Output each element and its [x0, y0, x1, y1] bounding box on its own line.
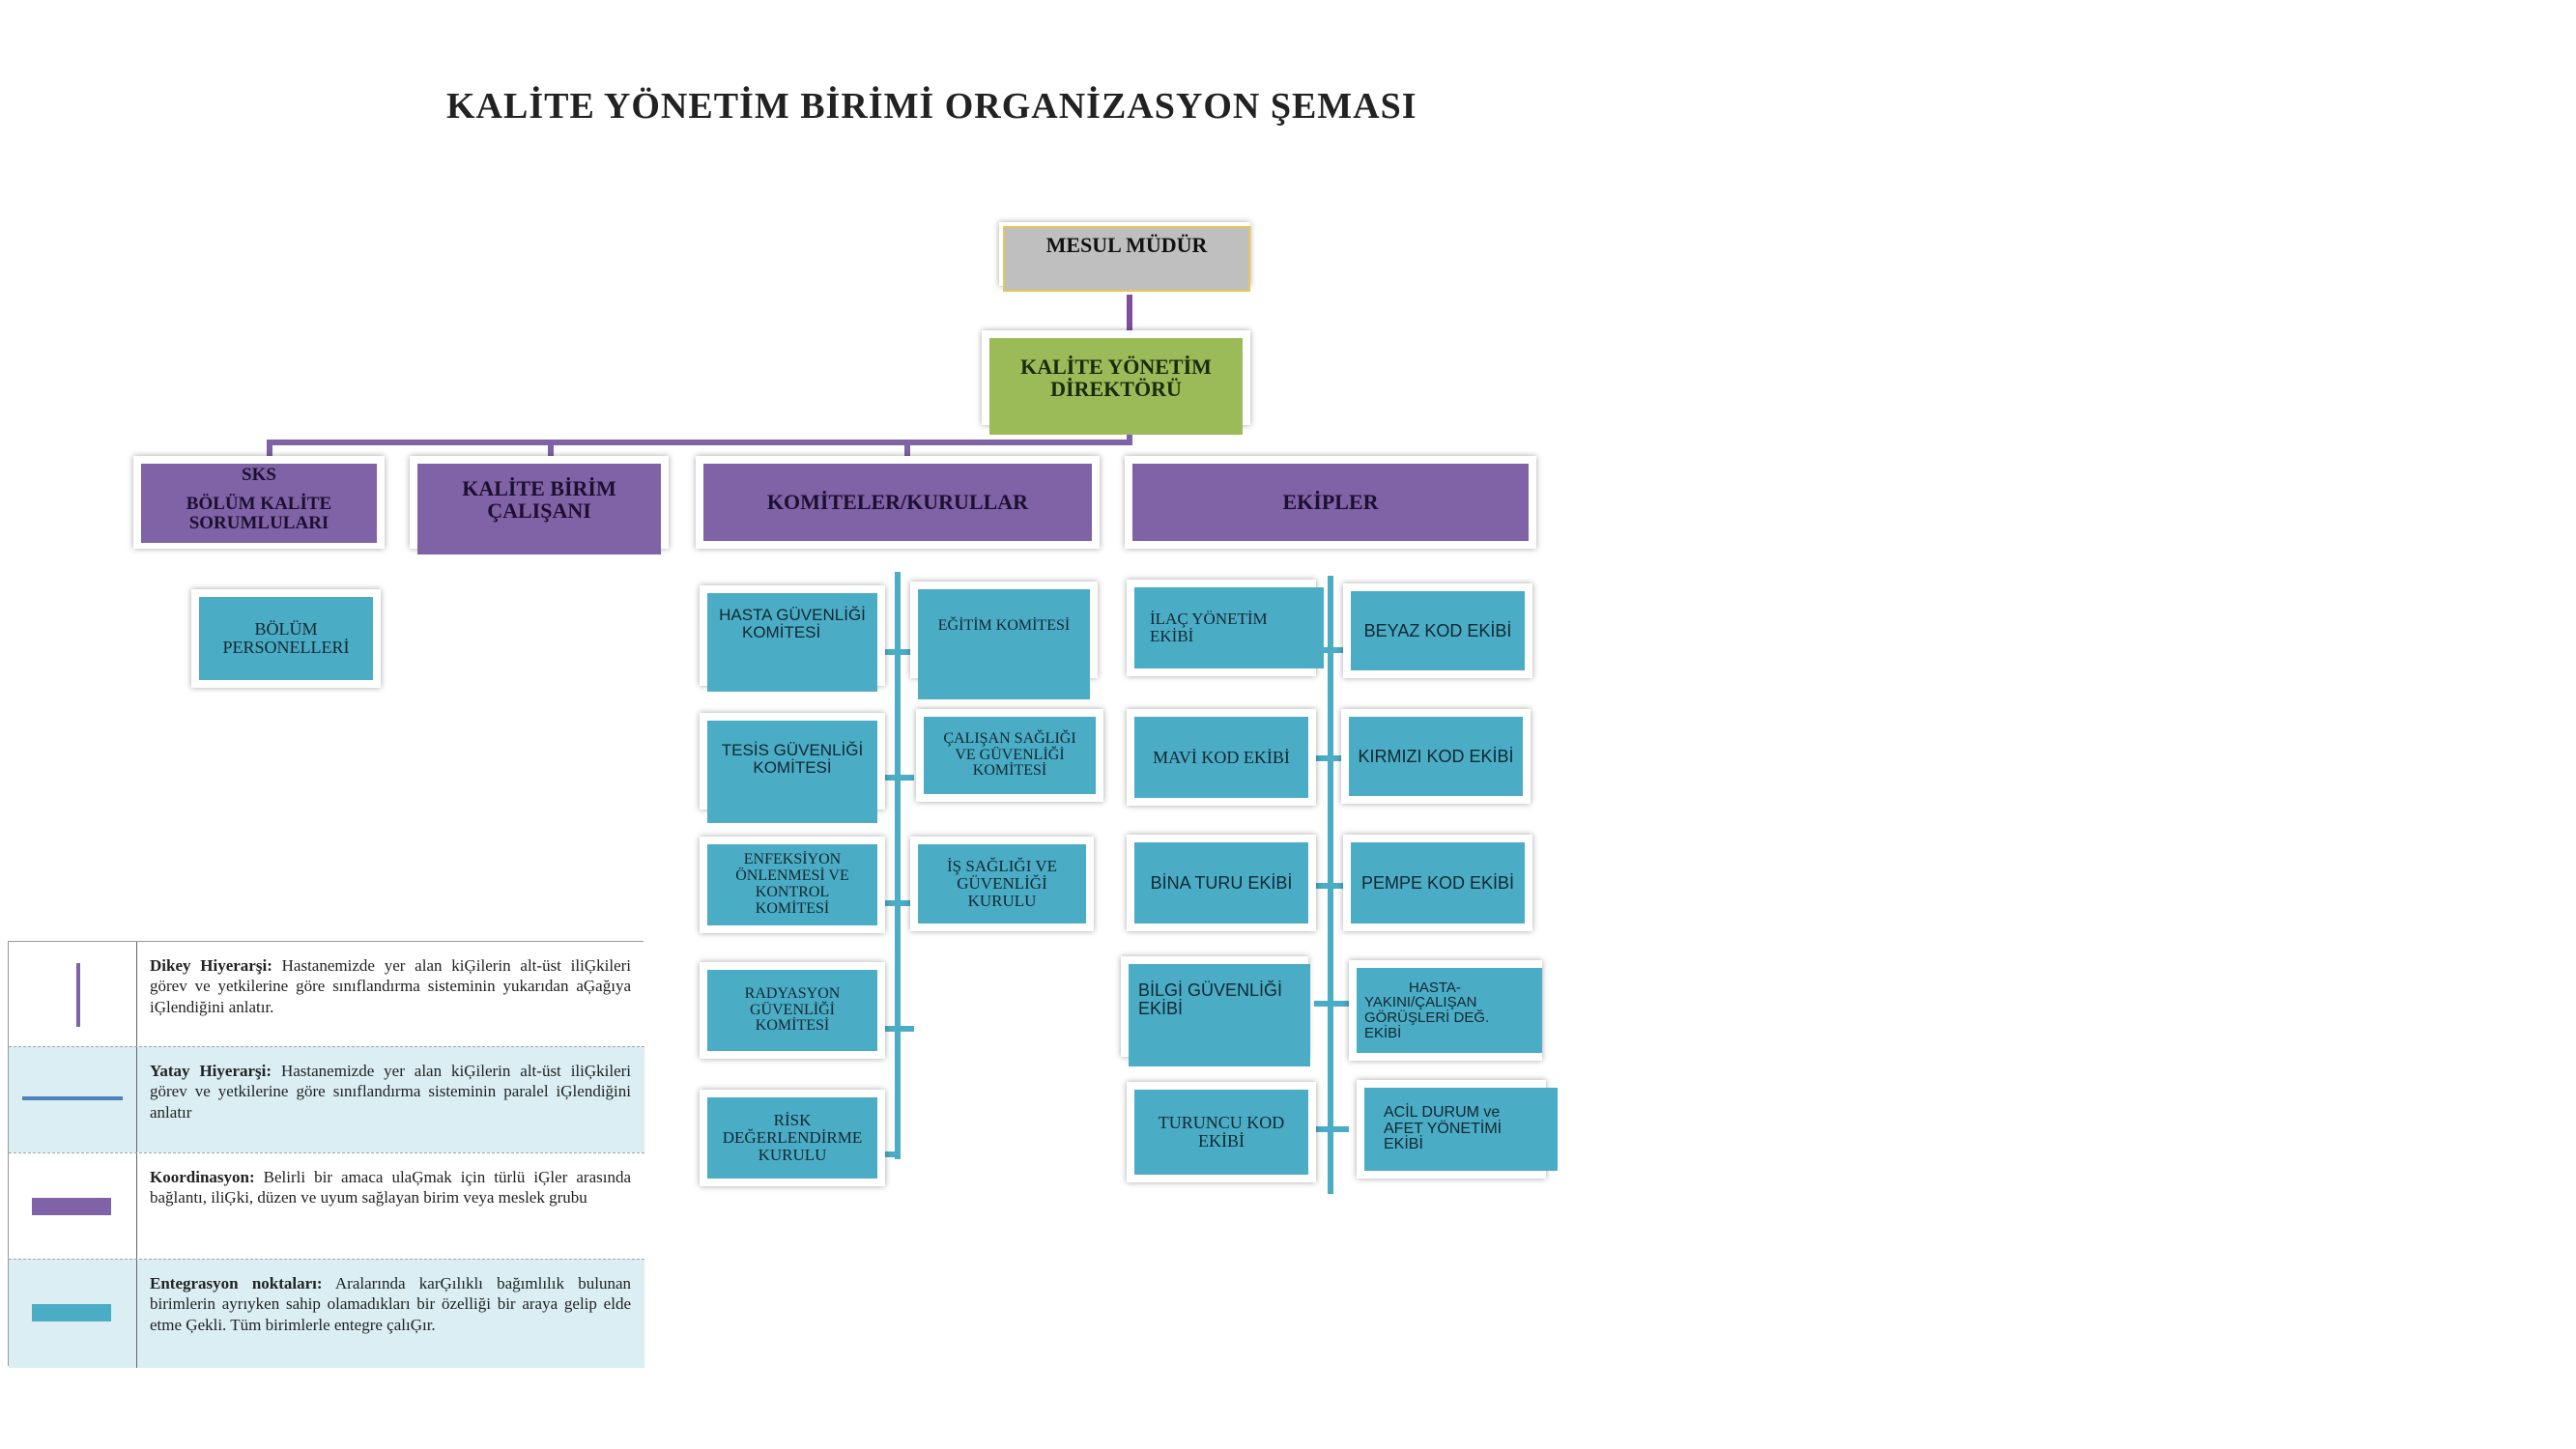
legend-row: Koordinasyon: Belirli bir amaca ulaĢmak … — [9, 1152, 644, 1260]
team-pembe-kod: PEMPE KOD EKİBİ — [1343, 835, 1532, 931]
committee-link — [879, 649, 914, 655]
team-ilac-yonetim: İLAÇ YÖNETİM EKİBİ — [1127, 580, 1324, 676]
committee-link — [879, 1026, 914, 1032]
team-acil-durum: ACİL DURUM ve AFET YÖNETİMİ EKİBİ — [1357, 1080, 1558, 1179]
team-kirmizi-kod: KIRMIZI KOD EKİBİ — [1341, 709, 1531, 804]
committee-hasta-guvenligi: HASTA GÜVENLİĞİ KOMİTESİ — [700, 585, 885, 692]
kalite-birim-node: KALİTE BİRİM ÇALIŞANI — [410, 456, 669, 554]
legend-row: Yatay Hiyerarşi: Hastanemizde yer alan k… — [9, 1046, 644, 1153]
committees-spine — [895, 572, 901, 1159]
bolum-personelleri-line2: PERSONELLERİ — [222, 638, 350, 657]
team-link — [1314, 1001, 1349, 1007]
committee-risk: RİSK DEĞERLENDİRME KURULU — [700, 1090, 885, 1186]
director-label-line1: KALİTE YÖNETİM — [1020, 355, 1212, 379]
committee-link — [879, 900, 914, 906]
team-turuncu-kod: TURUNCU KOD EKİBİ — [1127, 1082, 1316, 1182]
legend-row: Dikey Hiyerarşi: Hastanemizde yer alan k… — [9, 942, 644, 1046]
kalite-birim-label-line1: KALİTE BİRİM — [462, 476, 616, 500]
team-link — [1314, 647, 1349, 653]
director-node: KALİTE YÖNETİM DİREKTÖRÜ — [982, 330, 1250, 435]
sks-node: SKS BÖLÜM KALİTE SORUMLULARI — [133, 456, 385, 549]
legend-row: Entegrasyon noktaları: Aralarında karĢıl… — [9, 1259, 644, 1368]
team-link — [1314, 1126, 1349, 1132]
connector-mesul-director — [1127, 295, 1132, 333]
team-hasta-yakini: HASTA- YAKINI/ÇALIŞAN GÖRÜŞLERİ DEĞ. EKİ… — [1349, 960, 1542, 1061]
vertical-line-symbol — [76, 963, 80, 1027]
director-label-line2: DİREKTÖRÜ — [1050, 377, 1182, 402]
committee-enfeksiyon: ENFEKSİYON ÖNLENMESİ VE KONTROL KOMİTESİ — [700, 837, 885, 933]
komiteler-label: KOMİTELER/KURULLAR — [766, 490, 1029, 515]
mesul-mudur-label: MESUL MÜDÜR — [1045, 233, 1208, 257]
committee-is-sagligi: İŞ SAĞLIĞI VE GÜVENLİĞİ KURULU — [910, 837, 1094, 931]
sks-label-line3: SORUMLULARI — [188, 512, 329, 533]
team-mavi-kod: MAVİ KOD EKİBİ — [1127, 709, 1316, 806]
team-bina-turu: BİNA TURU EKİBİ — [1127, 835, 1316, 931]
kalite-birim-label-line2: ÇALIŞANI — [487, 498, 591, 524]
connector-horizontal-main — [267, 440, 1132, 445]
mesul-mudur-node: MESUL MÜDÜR — [999, 222, 1250, 292]
legend-table: Dikey Hiyerarşi: Hastanemizde yer alan k… — [8, 941, 644, 1368]
committee-egitim: EĞİTİM KOMİTESİ — [910, 582, 1098, 699]
team-beyaz-kod: BEYAZ KOD EKİBİ — [1343, 583, 1532, 678]
horizontal-line-symbol — [22, 1096, 123, 1100]
ekipler-label: EKİPLER — [1282, 490, 1379, 515]
page-title: KALİTE YÖNETİM BİRİMİ ORGANİZASYON ŞEMAS… — [446, 86, 1417, 127]
sks-label-line2: BÖLÜM KALİTE — [186, 493, 332, 514]
committee-link — [879, 1151, 901, 1157]
teal-box-symbol — [32, 1304, 111, 1321]
connector-kalite-birim — [548, 440, 554, 464]
team-bilgi-guvenligi: BİLGİ GÜVENLİĞİ EKİBİ — [1121, 956, 1310, 1066]
committee-calisan-sagligi: ÇALIŞAN SAĞLIĞI VE GÜVENLİĞİ KOMİTESİ — [916, 709, 1103, 802]
ekipler-node: EKİPLER — [1125, 456, 1536, 549]
team-link — [1314, 883, 1349, 889]
sks-label-line1: SKS — [242, 465, 276, 485]
committee-tesis-guvenligi: TESİS GÜVENLİĞİ KOMİTESİ — [700, 713, 885, 823]
connector-sks — [267, 440, 272, 464]
team-link — [1314, 755, 1349, 761]
committee-radyasyon: RADYASYON GÜVENLİĞİ KOMİTESİ — [700, 962, 885, 1059]
connector-komiteler — [904, 440, 910, 464]
purple-box-symbol — [32, 1198, 111, 1215]
komiteler-node: KOMİTELER/KURULLAR — [696, 456, 1100, 549]
bolum-personelleri-line1: BÖLÜM — [254, 619, 318, 639]
committee-link — [879, 775, 914, 781]
bolum-personelleri-node: BÖLÜM PERSONELLERİ — [191, 589, 381, 688]
